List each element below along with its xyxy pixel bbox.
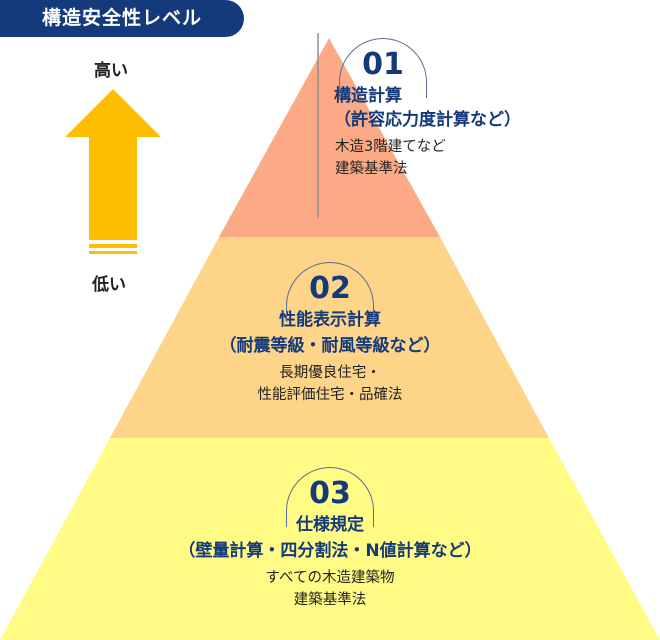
tier-subtitle: （耐震等級・耐風等級など） xyxy=(219,336,441,356)
tier-desc: 木造3階建てなど xyxy=(335,139,446,155)
tier-desc: 性能評価住宅・品確法 xyxy=(257,387,403,403)
low-label: 低い xyxy=(92,275,126,295)
tier-desc: 建築基準法 xyxy=(293,592,367,608)
tier-desc: 建築基準法 xyxy=(335,161,408,177)
pyramid-tier-3 xyxy=(0,438,660,640)
tier-number: 02 xyxy=(130,262,530,322)
pyramid-tier-1 xyxy=(219,38,440,237)
tier-subtitle: （壁量計算・四分割法・N値計算など） xyxy=(178,541,482,561)
pyramid-tier-2 xyxy=(110,237,549,438)
tier-2-content: 02 性能表示計算 （耐震等級・耐風等級など） 長期優良住宅・ 性能評価住宅・品… xyxy=(130,262,530,406)
up-arrow-icon xyxy=(65,89,161,254)
high-label: 高い xyxy=(94,61,128,81)
tier-number: 03 xyxy=(80,467,580,527)
safety-level-badge: 構造安全性レベル xyxy=(0,0,244,37)
tier-3-content: 03 仕様規定 （壁量計算・四分割法・N値計算など） すべての木造建築物 建築基… xyxy=(80,467,580,611)
tier-1-content: 01 構造計算 （許容応力度計算など） 木造3階建てなど 建築基準法 xyxy=(320,38,521,180)
tier-desc: 長期優良住宅・ xyxy=(279,365,381,381)
tier-subtitle: （許容応力度計算など） xyxy=(334,110,521,130)
tier-desc: すべての木造建築物 xyxy=(265,570,395,586)
tier-number: 01 xyxy=(320,38,446,98)
